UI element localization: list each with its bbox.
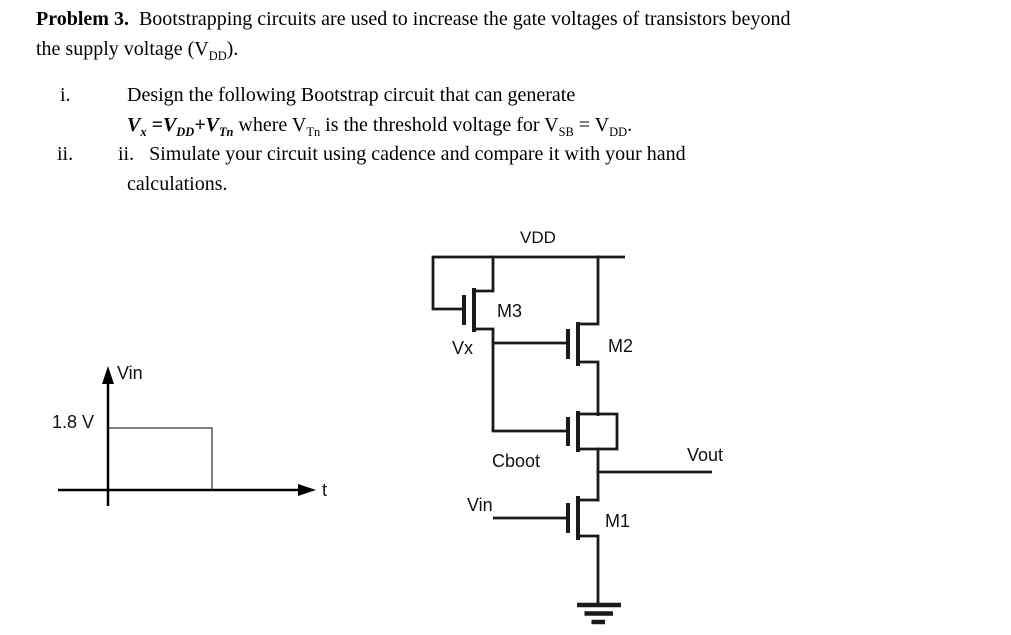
problem-intro-line2: the supply voltage (VDD).: [36, 38, 239, 63]
m2-drain-wire: [578, 255, 600, 326]
x-axis-arrow-icon: [298, 484, 316, 496]
pulse-trace: [108, 427, 213, 490]
list-marker-ii: ii.: [57, 143, 74, 165]
m1-source-wire: [578, 534, 600, 604]
item-i-line2: Vx =VDD+VTn where VTn is the threshold v…: [127, 114, 633, 139]
ground-icon: [577, 602, 621, 625]
transistor-m2: [566, 255, 600, 416]
bootstrap-circuit: VDD M3 Vx M2 Cboot Vout Vin M1: [431, 228, 723, 625]
waveform-x-label: t: [322, 480, 327, 500]
vin-waveform: Vin 1.8 V t: [52, 363, 327, 506]
m2-label: M2: [608, 336, 633, 356]
transistor-m1: [493, 496, 600, 604]
circuit-labels: VDD M3 Vx M2 Cboot Vout Vin M1: [452, 228, 723, 531]
item-ii-line2: calculations.: [127, 173, 228, 195]
vdd-rail-wire: [431, 255, 625, 311]
waveform-y-label: Vin: [117, 363, 143, 383]
vx-label: Vx: [452, 338, 473, 358]
m3-source-to-cboot-wire: [474, 327, 566, 433]
item-ii-line1: ii. Simulate your circuit using cadence …: [118, 143, 686, 165]
m1-label: M1: [605, 511, 630, 531]
list-marker-i: i.: [60, 84, 71, 106]
m3-drain-wire: [474, 255, 495, 293]
vout-label: Vout: [687, 445, 723, 465]
list-item-ii: ii. Simulate your circuit using cadence …: [118, 139, 686, 199]
y-axis-arrow-icon: [102, 366, 114, 384]
cboot-short-loop-wire: [578, 412, 619, 451]
cboot-label: Cboot: [492, 451, 540, 471]
waveform-level-label: 1.8 V: [52, 412, 94, 432]
cboot-capacitor: [566, 411, 619, 452]
m3-label: M3: [497, 301, 522, 321]
m2-source-wire: [578, 360, 600, 416]
vdd-label: VDD: [520, 228, 556, 247]
vin-label: Vin: [467, 495, 493, 515]
item-i-line1: Design the following Bootstrap circuit t…: [127, 84, 576, 106]
list-item-i: Design the following Bootstrap circuit t…: [127, 80, 632, 140]
transistor-m3: [462, 255, 566, 433]
problem-intro-line1: Problem 3. Bootstrapping circuits are us…: [36, 8, 791, 30]
